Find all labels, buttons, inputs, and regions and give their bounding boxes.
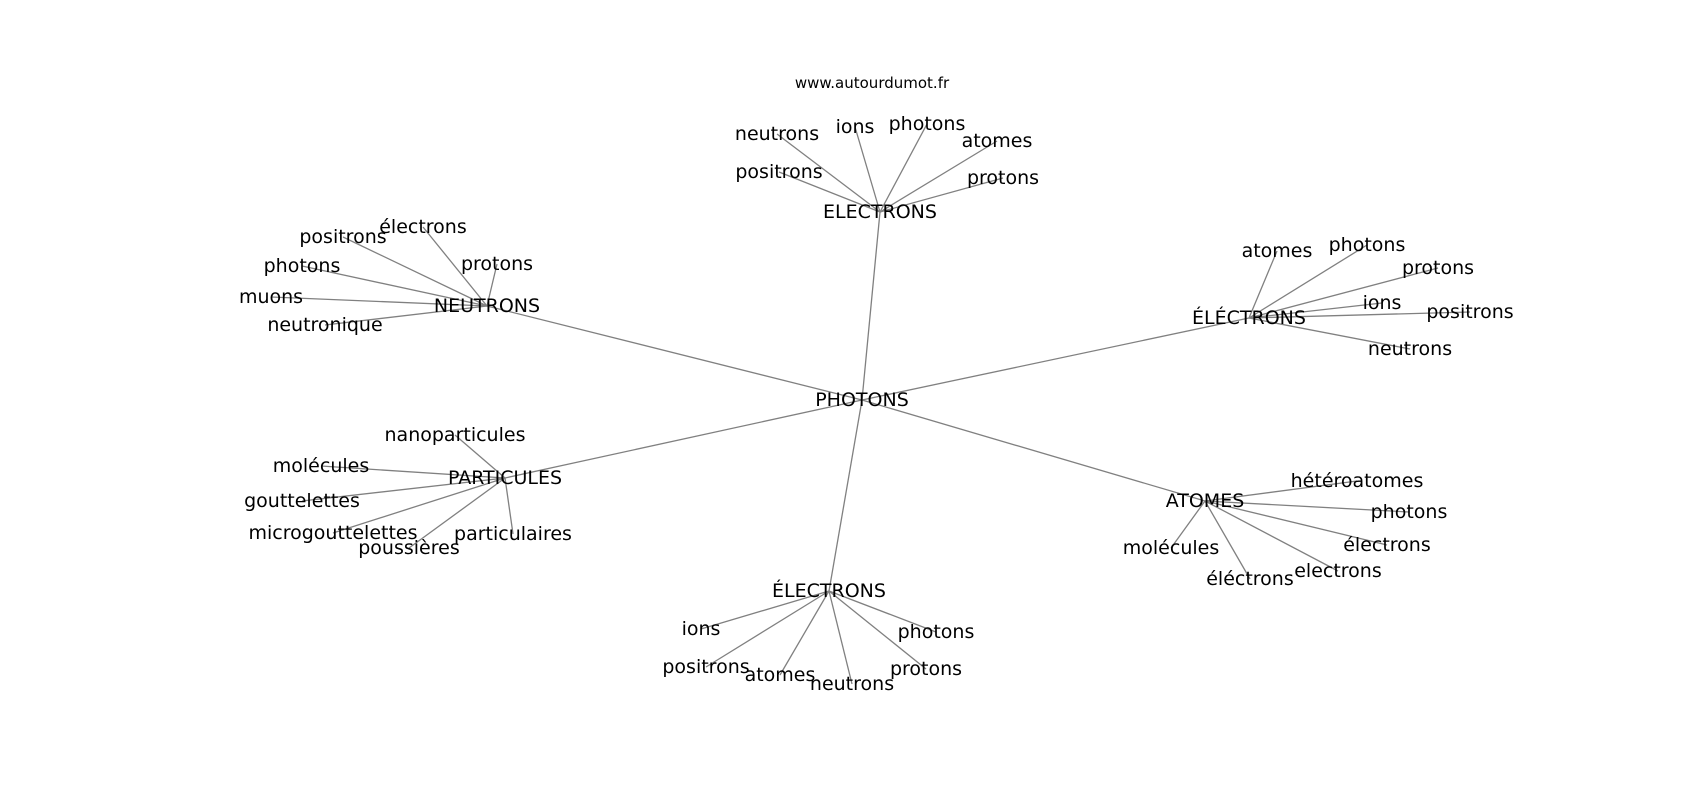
center-node-label[interactable]: PHOTONS — [815, 389, 909, 411]
hub-to-leaf-edge — [1248, 267, 1439, 319]
leaf-node-label[interactable]: microgouttelettes — [248, 522, 417, 544]
graph-edges — [270, 123, 1471, 685]
leaf-node-label[interactable]: electrons — [1294, 560, 1382, 582]
leaf-node-label[interactable]: protons — [1402, 257, 1474, 279]
leaf-node-label[interactable]: protons — [890, 658, 962, 680]
hub-to-leaf-edge — [879, 177, 1004, 213]
leaf-node-label[interactable]: particulaires — [454, 523, 572, 545]
hub-to-leaf-edge — [324, 305, 488, 326]
hub-to-leaf-edge — [828, 590, 937, 633]
hub-to-leaf-edge — [1204, 500, 1251, 580]
hub-to-leaf-edge — [854, 126, 881, 213]
center-to-hub-edge — [486, 305, 863, 401]
hub-node-label[interactable]: NEUTRONS — [434, 295, 540, 317]
hub-to-leaf-edge — [1204, 500, 1339, 572]
leaf-node-label[interactable]: ions — [682, 618, 721, 640]
hub-node-label[interactable]: ELECTRONS — [823, 201, 937, 223]
hub-to-leaf-edge — [1204, 480, 1358, 502]
hub-to-leaf-edge — [1248, 317, 1411, 350]
hub-to-leaf-edge — [342, 236, 488, 307]
center-to-hub-edge — [828, 399, 863, 592]
center-to-hub-edge — [861, 317, 1250, 401]
center-to-hub-edge — [861, 399, 1206, 502]
hub-to-leaf-edge — [828, 590, 853, 685]
leaf-node-label[interactable]: atomes — [745, 664, 816, 686]
leaf-node-label[interactable]: poussières — [358, 537, 459, 559]
hub-to-leaf-edge — [700, 590, 830, 630]
hub-node-label[interactable]: ÉLECTRONS — [772, 579, 886, 602]
source-watermark[interactable]: www.autourdumot.fr — [795, 74, 950, 92]
leaf-node-label[interactable]: atomes — [962, 130, 1033, 152]
hub-to-leaf-edge — [828, 590, 927, 670]
leaf-node-label[interactable]: photons — [264, 255, 341, 277]
leaf-node-label[interactable]: éléctrons — [1206, 568, 1294, 590]
hub-to-leaf-edge — [879, 140, 998, 213]
hub-node-label[interactable]: ÉLÉCTRONS — [1192, 306, 1306, 329]
leaf-node-label[interactable]: gouttelettes — [244, 490, 360, 512]
leaf-node-label[interactable]: neutrons — [810, 673, 894, 695]
hub-to-leaf-edge — [422, 226, 488, 307]
hub-to-leaf-edge — [1170, 500, 1206, 549]
center-to-hub-edge — [504, 399, 863, 479]
leaf-node-label[interactable]: protons — [461, 253, 533, 275]
leaf-node-label[interactable]: neutrons — [735, 123, 819, 145]
leaf-node-label[interactable]: neutronique — [267, 314, 382, 336]
hub-to-leaf-edge — [705, 590, 830, 668]
leaf-node-label[interactable]: photons — [889, 113, 966, 135]
leaf-node-label[interactable]: photons — [898, 621, 975, 643]
leaf-node-label[interactable]: ions — [836, 116, 875, 138]
hub-to-leaf-edge — [779, 590, 830, 676]
leaf-node-label[interactable]: molécules — [273, 455, 369, 477]
leaf-node-label[interactable]: nanoparticules — [385, 424, 526, 446]
leaf-node-label[interactable]: électrons — [379, 216, 467, 238]
leaf-node-label[interactable]: protons — [967, 167, 1039, 189]
hub-to-leaf-edge — [1248, 302, 1383, 319]
hub-to-leaf-edge — [1248, 250, 1278, 319]
hub-to-leaf-edge — [1248, 244, 1368, 319]
leaf-node-label[interactable]: atomes — [1242, 240, 1313, 262]
leaf-node-label[interactable]: muons — [239, 286, 303, 308]
hub-to-leaf-edge — [270, 296, 488, 307]
leaf-node-label[interactable]: positrons — [735, 161, 822, 183]
leaf-node-label[interactable]: positrons — [299, 226, 386, 248]
hub-to-leaf-edge — [454, 434, 506, 479]
leaf-node-label[interactable]: molécules — [1123, 537, 1219, 559]
leaf-node-label[interactable]: ions — [1363, 292, 1402, 314]
hub-to-leaf-edge — [778, 171, 881, 213]
hub-to-leaf-edge — [486, 263, 498, 307]
hub-to-leaf-edge — [332, 477, 506, 534]
hub-to-leaf-edge — [1204, 500, 1388, 546]
hub-to-leaf-edge — [1248, 311, 1471, 319]
leaf-node-label[interactable]: photons — [1371, 501, 1448, 523]
hub-to-leaf-edge — [879, 123, 928, 213]
hub-to-leaf-edge — [504, 477, 514, 535]
leaf-node-label[interactable]: photons — [1329, 234, 1406, 256]
hub-to-leaf-edge — [301, 265, 488, 307]
hub-to-leaf-edge — [301, 477, 506, 502]
hub-to-leaf-edge — [1204, 500, 1410, 513]
hub-node-label[interactable]: ATOMES — [1166, 490, 1245, 512]
hub-to-leaf-edge — [408, 477, 506, 549]
hub-node-label[interactable]: PARTICULES — [448, 467, 562, 489]
leaf-node-label[interactable]: positrons — [662, 656, 749, 678]
hub-to-leaf-edge — [776, 133, 881, 213]
leaf-node-label[interactable]: électrons — [1343, 534, 1431, 556]
leaf-node-label[interactable]: neutrons — [1368, 338, 1452, 360]
leaf-node-label[interactable]: positrons — [1426, 301, 1513, 323]
center-to-hub-edge — [861, 211, 881, 401]
leaf-node-label[interactable]: hétéroatomes — [1291, 470, 1424, 492]
hub-to-leaf-edge — [320, 465, 506, 479]
